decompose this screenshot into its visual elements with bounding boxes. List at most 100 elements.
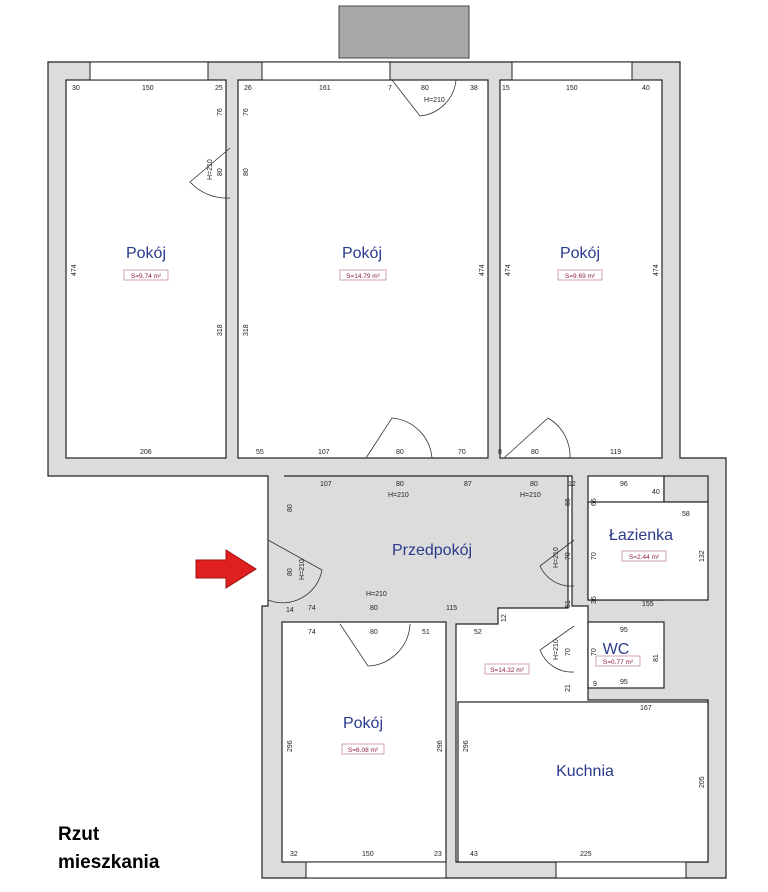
dim: 225 bbox=[580, 851, 592, 858]
dim: 80 bbox=[370, 605, 378, 612]
balcony bbox=[338, 5, 470, 59]
dim: 70 bbox=[591, 552, 598, 560]
dim: 132 bbox=[699, 550, 706, 562]
dim: 318 bbox=[217, 324, 224, 336]
dim: 474 bbox=[653, 264, 660, 276]
dim: 38 bbox=[470, 85, 478, 92]
dim: 8 bbox=[498, 449, 502, 456]
dim: 107 bbox=[320, 481, 332, 488]
room-wc bbox=[587, 621, 665, 689]
dim: 80 bbox=[530, 481, 538, 488]
dim: 80 bbox=[287, 504, 294, 512]
dim: 74 bbox=[308, 605, 316, 612]
area-lazienka: S=2.44 m² bbox=[629, 554, 660, 561]
door-height-label: H=210 bbox=[207, 159, 214, 180]
dim: 81 bbox=[653, 654, 660, 662]
dim: 119 bbox=[610, 449, 621, 456]
door-height-label: H=210 bbox=[424, 97, 445, 104]
dim: 296 bbox=[463, 740, 470, 752]
dim: 12 bbox=[568, 481, 576, 488]
dim: 21 bbox=[565, 684, 572, 692]
dim: 96 bbox=[620, 481, 628, 488]
area-pokoj-1: S=9.74 m² bbox=[131, 273, 162, 280]
dim: 87 bbox=[464, 481, 472, 488]
dim: 155 bbox=[642, 601, 654, 608]
entrance-arrow-icon bbox=[195, 549, 257, 589]
dim: 51 bbox=[422, 629, 430, 636]
door-height-label: H=210 bbox=[388, 492, 409, 499]
area-wc: S=0.77 m² bbox=[603, 659, 634, 666]
dim: 14 bbox=[286, 607, 294, 614]
dim: 80 bbox=[531, 449, 539, 456]
dim: 70 bbox=[565, 552, 572, 560]
door-height-label: H=210 bbox=[520, 492, 541, 499]
dim: 12 bbox=[501, 614, 508, 622]
dim: 58 bbox=[682, 511, 690, 518]
room-pokoj-1 bbox=[65, 79, 227, 459]
dim: 150 bbox=[142, 85, 154, 92]
dim: 70 bbox=[458, 449, 466, 456]
dim: 474 bbox=[71, 264, 78, 276]
dim: 206 bbox=[140, 449, 152, 456]
dim: 74 bbox=[308, 629, 316, 636]
dim: 107 bbox=[318, 449, 330, 456]
dim: 150 bbox=[362, 851, 374, 858]
dim: 80 bbox=[421, 85, 429, 92]
door-height-label: H=210 bbox=[299, 559, 306, 580]
plan-title-line-1: Rzut bbox=[58, 824, 100, 845]
room-label-wc: WC bbox=[603, 641, 630, 658]
room-label-lazienka: Łazienka bbox=[609, 527, 673, 544]
room-pokoj-3 bbox=[499, 79, 663, 459]
dim: 40 bbox=[652, 489, 660, 496]
dim: 80 bbox=[287, 568, 294, 576]
dim: 80 bbox=[243, 168, 250, 176]
dim: 52 bbox=[474, 629, 482, 636]
dim: 80 bbox=[396, 449, 404, 456]
dim: 205 bbox=[699, 776, 706, 788]
dim: 70 bbox=[565, 648, 572, 656]
area-pokoj-4: S=6.08 m² bbox=[348, 747, 379, 754]
dim: 296 bbox=[287, 740, 294, 752]
dim: 9 bbox=[593, 681, 597, 688]
dim: 55 bbox=[256, 449, 264, 456]
dim: 76 bbox=[243, 108, 250, 116]
area-pokoj-3: S=9.69 m² bbox=[565, 273, 596, 280]
dim: 36 bbox=[591, 596, 598, 604]
dim: 43 bbox=[470, 851, 478, 858]
door-height-label: H=210 bbox=[553, 639, 560, 660]
dim: 76 bbox=[217, 108, 224, 116]
door-height-label: H=210 bbox=[366, 591, 387, 598]
area-pokoj-2: S=14.79 m² bbox=[346, 273, 381, 280]
room-label-przedpokoj: Przedpokój bbox=[392, 542, 472, 559]
dim: 474 bbox=[479, 264, 486, 276]
room-kuchnia bbox=[457, 701, 709, 863]
dim: 25 bbox=[215, 85, 223, 92]
dim: 7 bbox=[388, 85, 392, 92]
dim: 30 bbox=[72, 85, 80, 92]
area-przedpokoj: S=14.32 m² bbox=[490, 667, 525, 674]
dim: 296 bbox=[437, 740, 444, 752]
dim: 95 bbox=[620, 679, 628, 686]
room-label-pokoj-2: Pokój bbox=[342, 245, 382, 262]
doors bbox=[189, 79, 575, 673]
room-label-pokoj-3: Pokój bbox=[560, 245, 600, 262]
room-pokoj-4 bbox=[281, 621, 447, 863]
room-label-kuchnia: Kuchnia bbox=[556, 763, 614, 780]
door-height-label: H=210 bbox=[553, 547, 560, 568]
dimensions: 30 150 25 26 161 7 80 38 15 150 40 76 80… bbox=[71, 85, 706, 858]
dim: 26 bbox=[244, 85, 252, 92]
dim: 80 bbox=[396, 481, 404, 488]
dim: 15 bbox=[502, 85, 510, 92]
dim: 115 bbox=[446, 605, 457, 612]
dim: 474 bbox=[505, 264, 512, 276]
dim: 80 bbox=[370, 629, 378, 636]
dim: 70 bbox=[591, 648, 598, 656]
dim: 40 bbox=[642, 85, 650, 92]
room-pokoj-2 bbox=[237, 79, 489, 459]
dim: 23 bbox=[434, 851, 442, 858]
dim: 150 bbox=[566, 85, 578, 92]
windows bbox=[89, 61, 687, 879]
plan-title-line-2: mieszkania bbox=[58, 852, 160, 873]
dim: 32 bbox=[290, 851, 298, 858]
dim: 95 bbox=[620, 627, 628, 634]
